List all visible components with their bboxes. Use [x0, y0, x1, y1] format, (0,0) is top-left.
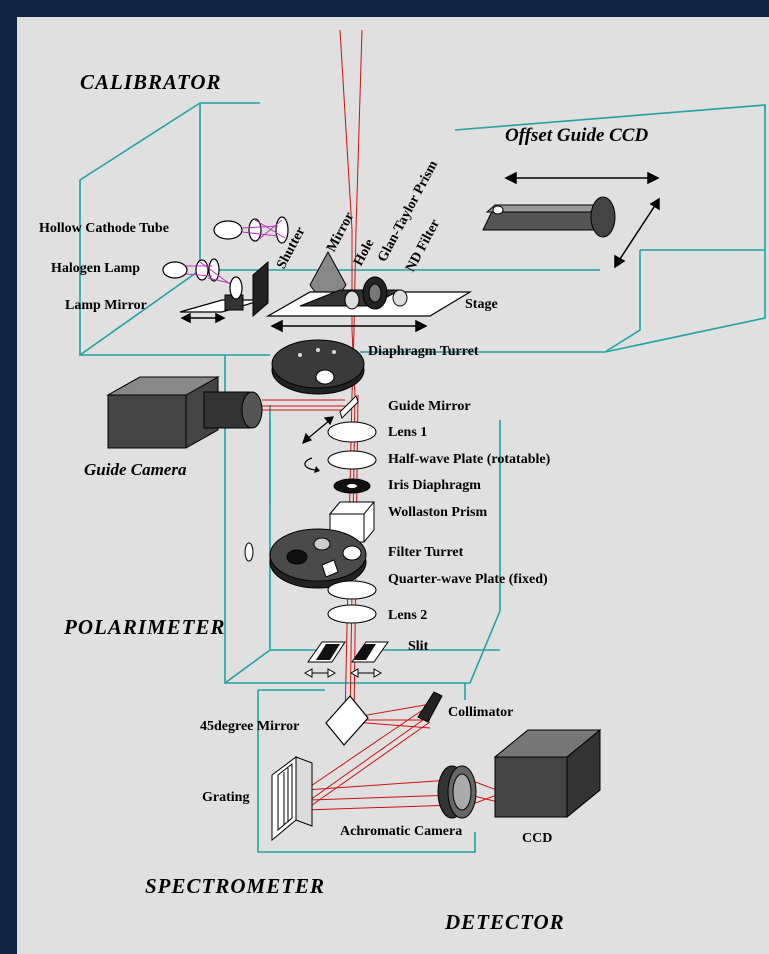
lens-1-shape — [327, 421, 377, 443]
halogen-lamp-label: Halogen Lamp — [51, 261, 141, 276]
quarter-wave-plate-shape — [327, 580, 377, 600]
lens-1-label: Lens 1 — [388, 425, 428, 440]
light-path — [262, 29, 511, 811]
spectrometer-components — [271, 691, 602, 842]
diagram-background — [17, 17, 769, 954]
half-wave-plate-shape — [327, 450, 377, 470]
lens-2-label: Lens 2 — [388, 608, 428, 623]
filter-turret-shape — [269, 528, 367, 589]
diaphragm-turret-label: Diaphragm Turret — [368, 344, 479, 359]
slit-label: Slit — [408, 639, 429, 654]
iris-diaphragm-label: Iris Diaphragm — [388, 478, 481, 493]
quarter-wave-plate-label: Quarter-wave Plate (fixed) — [388, 572, 548, 587]
lens-2-shape — [327, 604, 377, 624]
ccd-shape — [493, 728, 602, 819]
mirror-45-shape — [325, 695, 369, 746]
guide-camera-shape — [106, 376, 263, 449]
polarimeter-components — [106, 339, 389, 678]
hollow-cathode-tube-shape — [213, 216, 289, 244]
offset-guide-ccd-shape — [482, 171, 660, 269]
guide-camera-label: Guide Camera — [84, 460, 187, 479]
calibrator-components — [162, 216, 473, 333]
section-title-calibrator: CALIBRATOR — [80, 70, 222, 94]
half-wave-plate-label: Half-wave Plate (rotatable) — [388, 452, 551, 467]
section-title-spectrometer: SPECTROMETER — [145, 874, 326, 898]
slit-shape — [303, 641, 389, 678]
guide-mirror-shape — [339, 395, 359, 419]
section-title-polarimeter: POLARIMETER — [64, 615, 226, 639]
diaphragm-turret-shape — [271, 339, 365, 395]
filter-turret-label: Filter Turret — [388, 545, 464, 560]
achromatic-camera-shape — [437, 765, 477, 819]
offset-guide-ccd-label: Offset Guide CCD — [505, 125, 649, 146]
grating-label: Grating — [202, 790, 250, 805]
collimator-label: Collimator — [448, 705, 514, 720]
grating-shape — [271, 756, 313, 842]
lamp-mirror-label: Lamp Mirror — [65, 298, 147, 313]
lamp-mirror-shape — [179, 299, 263, 313]
stage-label: Stage — [465, 297, 498, 312]
guide-mirror-label: Guide Mirror — [388, 399, 471, 414]
achromatic-camera-label: Achromatic Camera — [340, 824, 463, 839]
hollow-cathode-tube-label: Hollow Cathode Tube — [39, 221, 169, 236]
calibration-light — [185, 219, 286, 291]
wollaston-prism-label: Wollaston Prism — [388, 505, 488, 520]
ccd-label: CCD — [522, 831, 553, 846]
mirror-45-label: 45degree Mirror — [200, 719, 300, 734]
section-title-detector: DETECTOR — [445, 910, 565, 934]
collimator-shape — [417, 691, 443, 723]
shutter-shape — [252, 260, 269, 318]
